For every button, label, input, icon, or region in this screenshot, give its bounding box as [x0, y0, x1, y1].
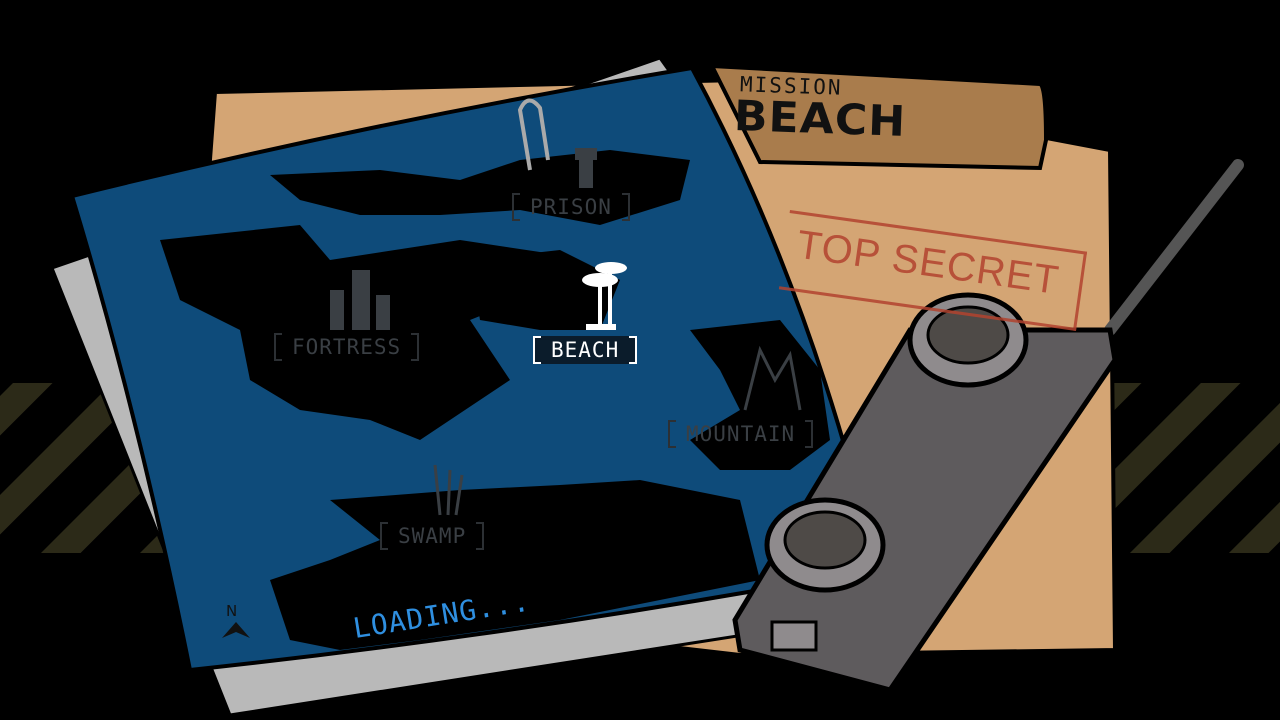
castle-icon	[330, 270, 390, 330]
mission-name: BEACH	[733, 91, 908, 146]
compass-icon	[222, 622, 250, 638]
location-swamp[interactable]: SWAMP	[380, 522, 485, 550]
landmasses	[160, 150, 830, 650]
compass-north-label: N	[226, 602, 238, 620]
folder-tab	[708, 63, 1049, 171]
palm-tree-icon	[582, 262, 627, 330]
location-fortress[interactable]: FORTRESS	[274, 333, 420, 361]
watchtower-icon	[575, 148, 597, 188]
paperclip-icon	[517, 98, 550, 171]
location-beach[interactable]: BEACH	[533, 336, 638, 364]
radio-device	[732, 159, 1244, 693]
location-mountain[interactable]: MOUNTAIN	[668, 420, 814, 448]
reeds-icon	[433, 464, 464, 516]
location-prison[interactable]: PRISON	[512, 193, 630, 221]
mountain-icon	[743, 345, 802, 411]
